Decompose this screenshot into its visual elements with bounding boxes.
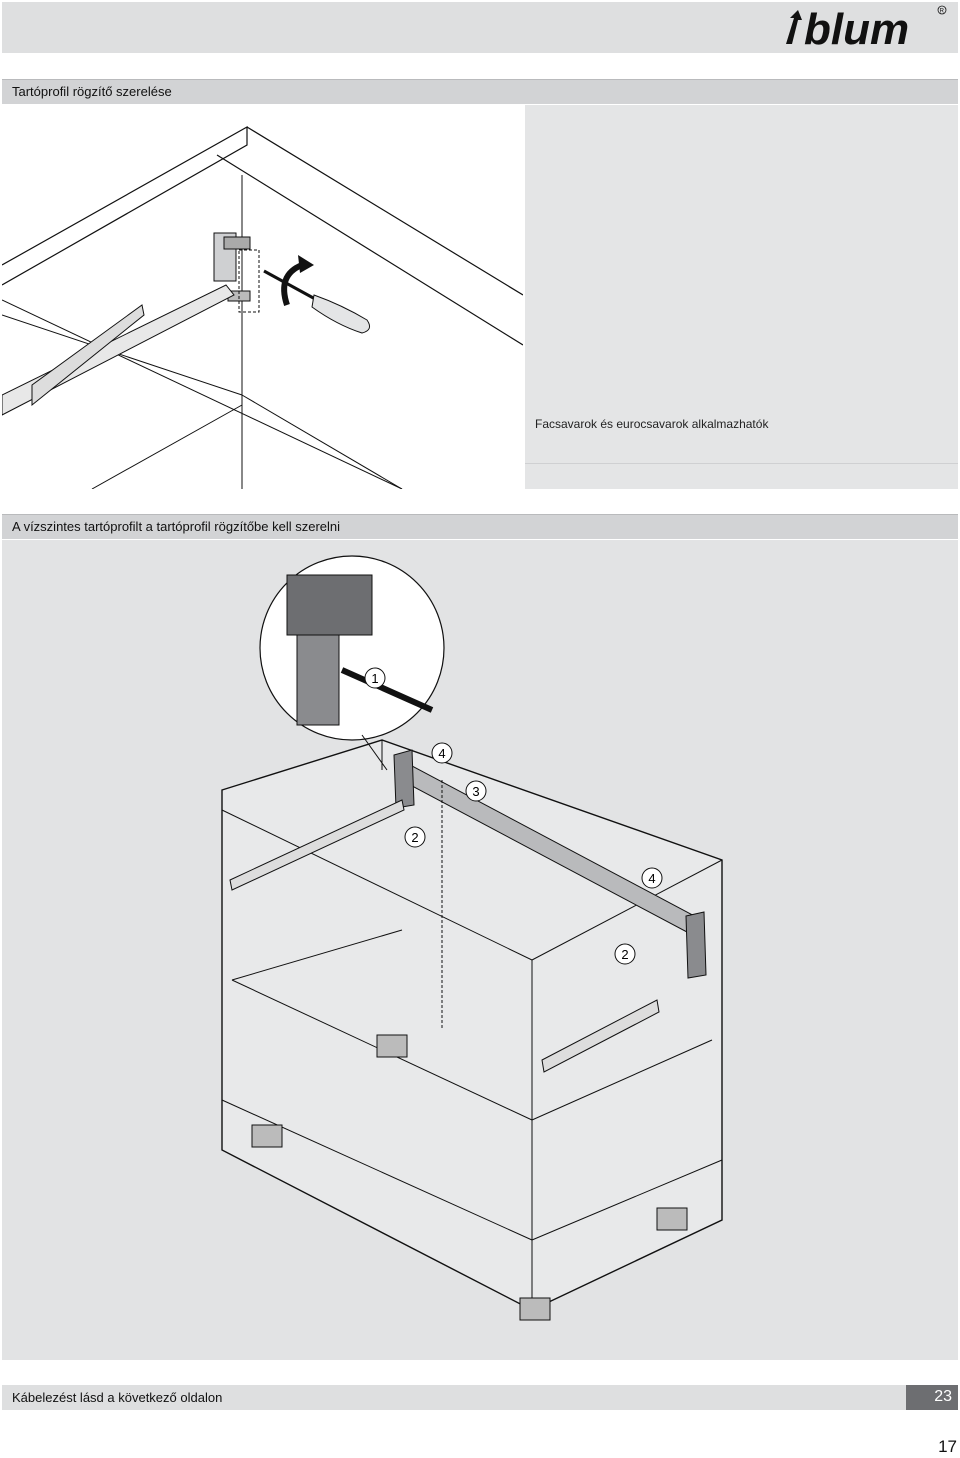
step-label: 2	[411, 830, 418, 845]
info-panel: Facsavarok és eurocsavarok alkalmazhatók	[525, 105, 958, 489]
header-bar	[2, 2, 958, 53]
step-label: 4	[438, 746, 445, 761]
blum-logo-icon: blum R	[786, 5, 947, 50]
brand-name: blum	[804, 5, 909, 50]
divider	[525, 463, 958, 464]
step-label: 1	[371, 671, 378, 686]
section-title-bar: Tartóprofil rögzítő szerelése	[2, 79, 958, 104]
svg-text:R: R	[940, 8, 945, 14]
step-label: 2	[621, 947, 628, 962]
step-label: 3	[472, 784, 479, 799]
illustration-cabinet-assembly: 1 4 3 2 4 2	[2, 540, 958, 1360]
step-label: 4	[648, 871, 655, 886]
ref-page-box[interactable]: 23	[906, 1385, 958, 1410]
section-title-2: A vízszintes tartóprofilt a tartóprofil …	[12, 519, 341, 534]
page-number: 17	[938, 1437, 957, 1456]
footer-note: Kábelezést lásd a következő oldalon	[12, 1390, 223, 1405]
screw-note: Facsavarok és eurocsavarok alkalmazhatók	[535, 417, 769, 431]
illustration-screw-mounting	[2, 105, 523, 489]
section-title-bar-2: A vízszintes tartóprofilt a tartóprofil …	[2, 514, 958, 539]
ref-page-number: 23	[934, 1388, 952, 1405]
section-title: Tartóprofil rögzítő szerelése	[12, 84, 172, 99]
footer-bar: Kábelezést lásd a következő oldalon	[2, 1385, 906, 1410]
